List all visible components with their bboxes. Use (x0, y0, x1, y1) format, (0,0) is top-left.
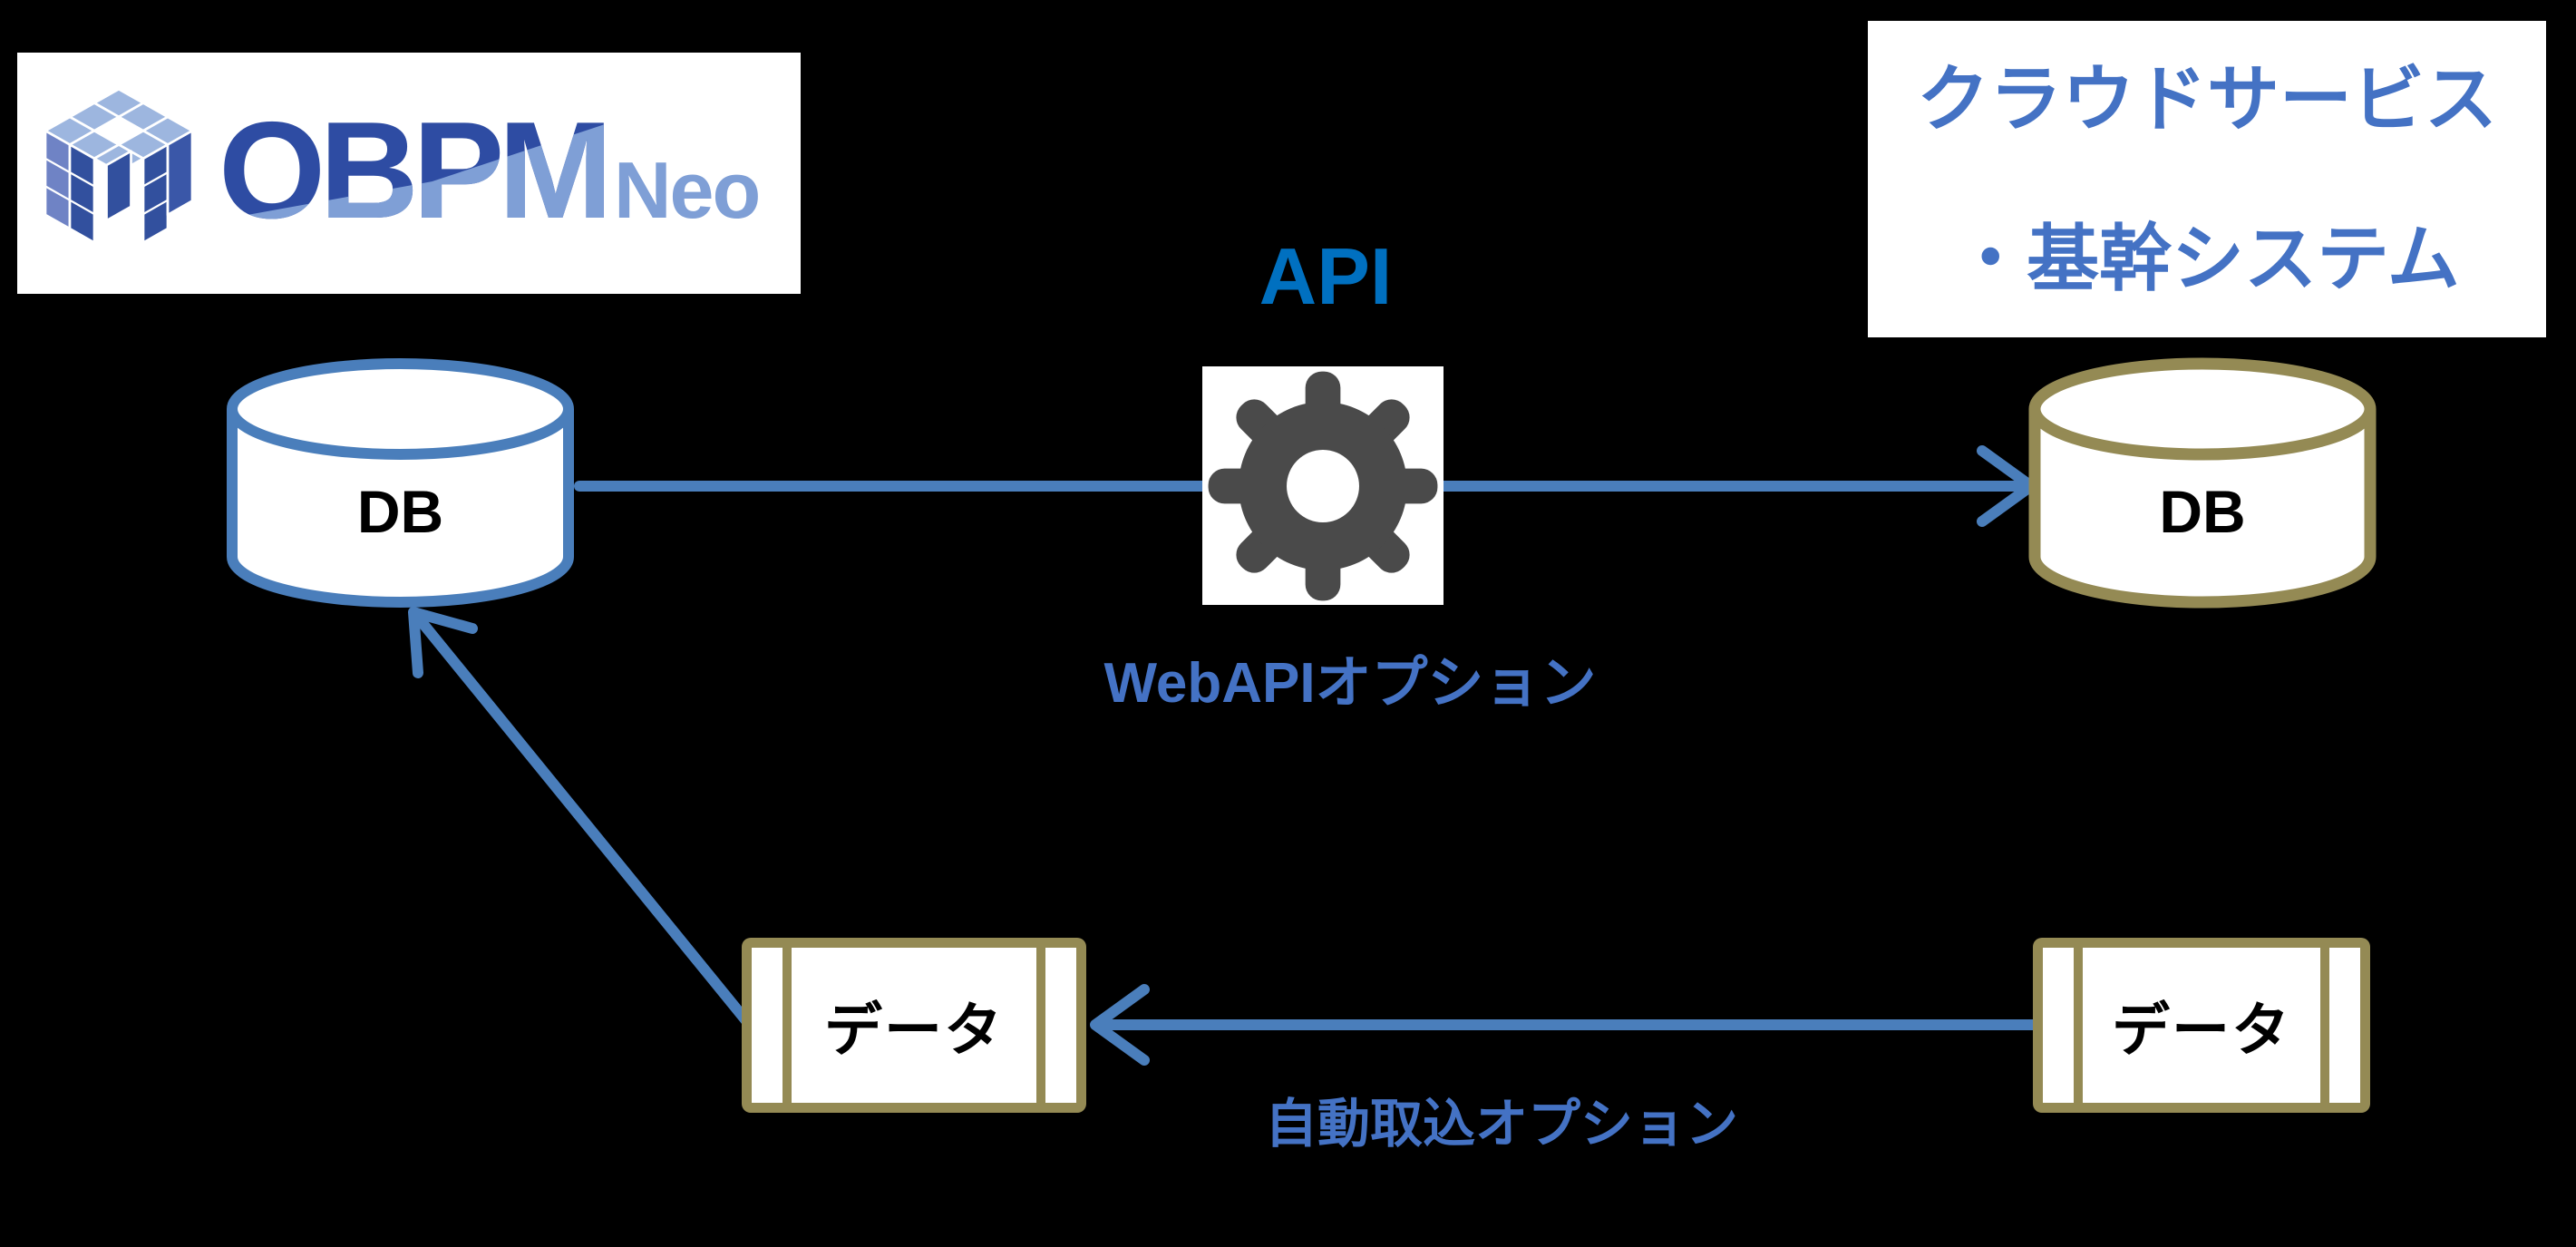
left-db-cylinder-icon (227, 358, 574, 608)
auto-import-option-label: 自動取込オプション (1265, 1095, 1739, 1154)
gear-icon (1208, 371, 1438, 600)
obpm-brand: OBPM OBPM (219, 102, 613, 239)
right-data-box: データ (2033, 938, 2370, 1113)
left-data-label: データ (824, 997, 1004, 1063)
obpm-neo-label: Neo (614, 145, 761, 235)
gear-box (1202, 366, 1444, 605)
obpm-logo-box: OBPM OBPM Neo (17, 53, 801, 294)
right-data-box-side-bar (2074, 948, 2083, 1103)
auto-import-arrow-icon (1090, 984, 2038, 1066)
cloud-system-line1: クラウドサービス (1917, 58, 2497, 140)
right-db-cylinder-icon (2028, 357, 2377, 609)
data-to-db-arrow-icon (408, 607, 753, 1028)
cloud-system-line2: ・基幹システム (1954, 218, 2460, 299)
obpm-brand-dark: OBPM (219, 93, 613, 248)
webapi-option-label: WebAPIオプション (1103, 652, 1597, 715)
right-data-box-side-bar (2320, 948, 2329, 1103)
api-label: API (1259, 231, 1393, 321)
left-db-label: DB (356, 478, 444, 545)
right-data-label: データ (2112, 997, 2291, 1063)
right-db-label: DB (2159, 478, 2246, 545)
left-data-box: データ (742, 938, 1086, 1113)
obpm-logo-text: OBPM OBPM Neo (219, 102, 761, 239)
left-data-box-side-bar (1036, 948, 1045, 1103)
cloud-system-box: クラウドサービス ・基幹システム (1868, 21, 2546, 337)
obpm-cube-icon (44, 87, 194, 244)
left-data-box-side-bar (783, 948, 792, 1103)
